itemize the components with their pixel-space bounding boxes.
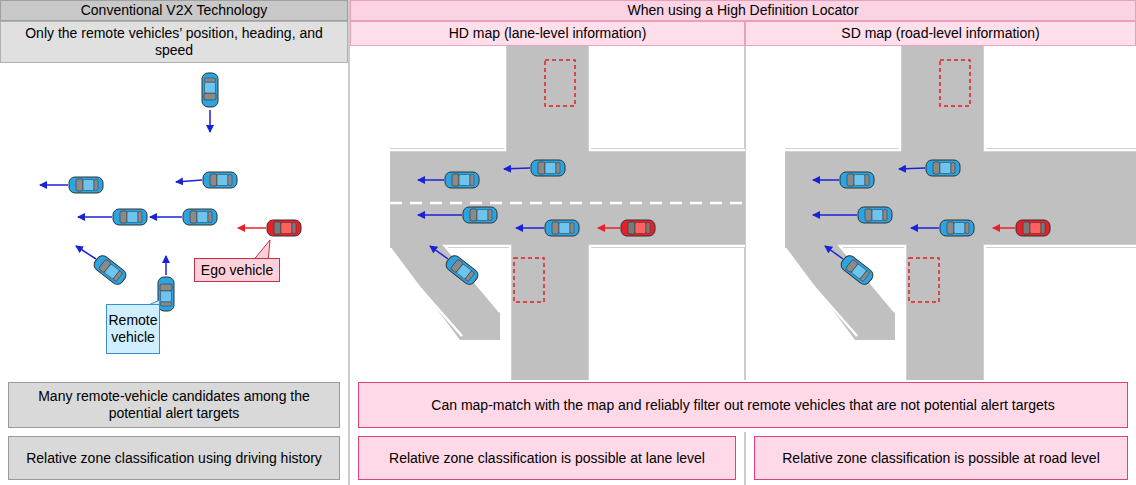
- label-text: Many remote-vehicle candidates among the…: [15, 388, 333, 422]
- drawing-use: [183, 209, 217, 225]
- summary-box: Relative zone classification using drivi…: [8, 436, 340, 480]
- label-text: SD map (road-level information): [841, 25, 1039, 42]
- drawing-line: [745, 432, 746, 485]
- drawing-line: [238, 227, 266, 229]
- drawing-line: [176, 180, 202, 182]
- label-text: Ego vehicle: [201, 262, 273, 279]
- label-text: Remote vehicle: [108, 312, 157, 346]
- drawing-use: [158, 277, 174, 311]
- drawing-line: [349, 0, 350, 485]
- callout-box: Remote vehicle: [106, 304, 160, 354]
- summary-box: Can map-match with the map and reliably …: [358, 382, 1128, 428]
- drawing-line: [78, 216, 112, 218]
- column-header: When using a High Definition Locator: [350, 0, 1136, 21]
- drawing-use: [113, 209, 147, 225]
- sub-header: Only the remote vehicles’ position, head…: [0, 21, 348, 63]
- sub-header: SD map (road-level information): [745, 21, 1136, 46]
- label-text: Conventional V2X Technology: [81, 2, 268, 19]
- summary-box: Relative zone classification is possible…: [754, 436, 1128, 480]
- label-text: When using a High Definition Locator: [627, 2, 858, 19]
- drawing-use: [785, 46, 1136, 380]
- drawing-line: [76, 246, 96, 259]
- sub-header: HD map (lane-level information): [350, 21, 745, 46]
- label-text: Can map-match with the map and reliably …: [431, 397, 1054, 414]
- drawing-use: [92, 253, 129, 287]
- label-text: Only the remote vehicles’ position, head…: [7, 25, 341, 59]
- drawing-use: [203, 172, 237, 188]
- label-text: Relative zone classification is possible…: [389, 450, 705, 467]
- drawing-use: [69, 177, 103, 193]
- drawing-line: [165, 256, 167, 275]
- drawing-use: [202, 73, 218, 107]
- hd-map: [390, 46, 745, 380]
- label-text: HD map (lane-level information): [449, 25, 647, 42]
- drawing-line: [209, 110, 211, 132]
- summary-box: Relative zone classification is possible…: [358, 436, 736, 480]
- drawing-use: [267, 220, 301, 236]
- column-header: Conventional V2X Technology: [0, 0, 348, 21]
- callout-box: Ego vehicle: [194, 258, 280, 282]
- sd-map: [785, 46, 1136, 380]
- summary-box: Many remote-vehicle candidates among the…: [8, 382, 340, 428]
- drawing-line: [40, 184, 68, 186]
- label-text: Relative zone classification is possible…: [782, 450, 1100, 467]
- drawing-use: [418, 160, 655, 287]
- drawing-use: [813, 160, 1050, 287]
- v2x-vehicles: [40, 73, 301, 311]
- label-text: Relative zone classification using drivi…: [26, 450, 322, 467]
- drawing-line: [150, 216, 182, 218]
- drawing-use: [390, 46, 745, 380]
- drawing-line: [390, 202, 745, 205]
